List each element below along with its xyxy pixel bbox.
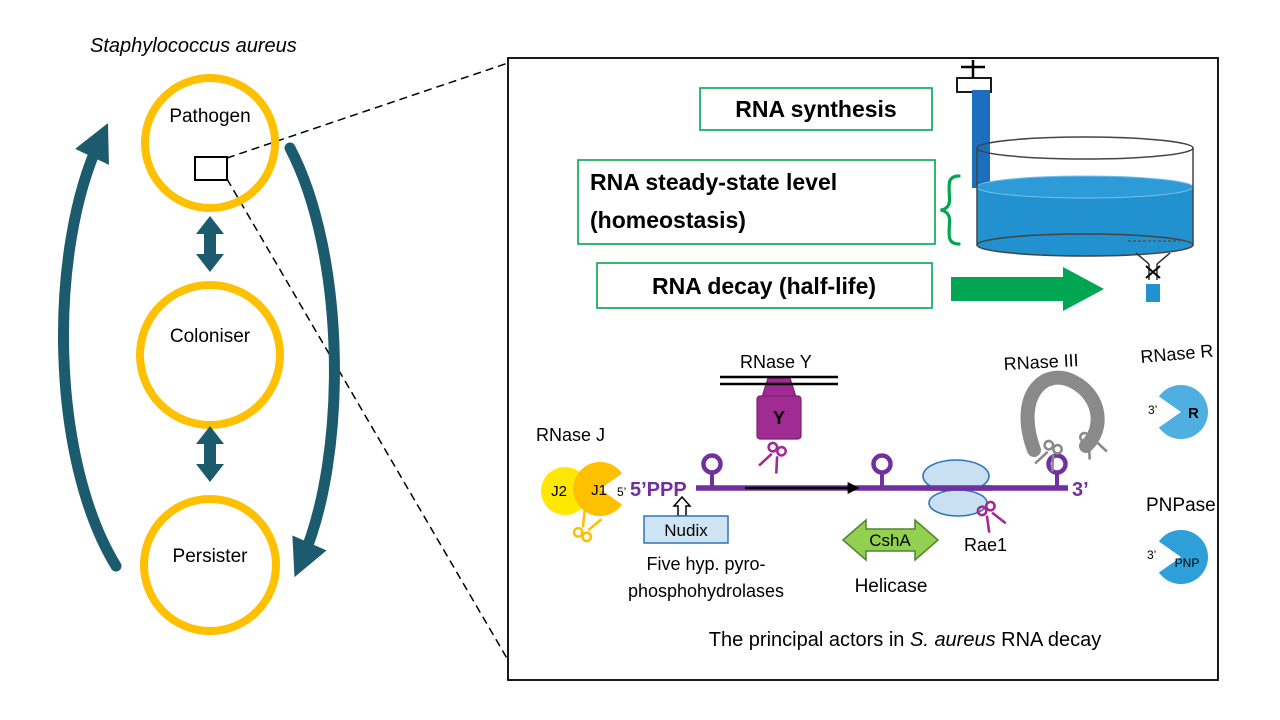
zoom-connector-bottom	[226, 178, 509, 661]
rnase-iii-body-icon	[1020, 370, 1105, 457]
rna-steady-state-line1: RNA steady-state level	[590, 169, 837, 195]
pnpase-label: PNPase	[1146, 495, 1216, 516]
rna-steady-state-line2: (homeostasis)	[590, 207, 746, 233]
rnase-y-letter: Y	[773, 408, 785, 428]
persister-circle	[140, 495, 280, 635]
persister-label: Persister	[173, 546, 249, 567]
nudix-caption-line2: phosphohydrolases	[628, 581, 784, 601]
drain-outlet-icon	[1128, 240, 1180, 302]
nudix-label: Nudix	[664, 521, 708, 540]
nudix-caption-line1: Five hyp. pyro-	[646, 554, 765, 574]
tap-icon	[956, 60, 992, 93]
pathogen-circle	[141, 74, 279, 212]
csha-label: CshA	[869, 531, 911, 550]
rna-synthesis-box	[699, 87, 933, 131]
rnase-y-body-icon	[756, 395, 802, 440]
rnase-y-label: RNase Y	[740, 352, 812, 372]
cycle-arrow-up-icon	[58, 123, 122, 572]
rnase-r-letter: R	[1188, 405, 1199, 422]
nudix-box	[643, 515, 729, 544]
inflow-stream-icon	[972, 90, 990, 188]
steady-state-bracket-icon	[940, 174, 961, 246]
coloniser-label: Coloniser	[170, 326, 251, 347]
rnase-j1-icon	[573, 462, 623, 517]
pnpase-3prime-label: 3’	[1147, 548, 1156, 562]
helicase-caption: Helicase	[855, 576, 928, 597]
zoom-source-rect	[194, 156, 228, 181]
pnpase-icon	[1158, 529, 1209, 584]
stem-loop-1-icon	[701, 453, 723, 487]
tank-icon	[976, 136, 1194, 257]
species-title: Staphylococcus aureus	[90, 35, 297, 57]
j1-label: J1	[591, 482, 607, 499]
cycle-arrow-down-icon	[284, 142, 340, 578]
pnpase-letter: PNP	[1175, 556, 1200, 570]
csha-arrow-icon	[841, 518, 940, 562]
zoom-connector-top	[226, 62, 509, 159]
figure-caption: The principal actors in S. aureus RNA de…	[709, 629, 1101, 651]
pathogen-label: Pathogen	[169, 106, 250, 127]
rna-decay-box	[596, 262, 933, 309]
j1-5prime-label: 5’	[617, 485, 626, 499]
rnase-r-3prime-label: 3’	[1148, 403, 1157, 417]
rnase-y-anchor-icon	[761, 377, 797, 398]
rna-synthesis-label: RNA synthesis	[735, 96, 896, 122]
three-prime-label: 3’	[1072, 479, 1089, 501]
stem-loop-2-icon	[871, 453, 893, 487]
double-arrow-pathogen-coloniser	[196, 216, 224, 272]
rna-steady-state-box	[577, 159, 936, 245]
five-ppp-label: 5’PPP	[630, 479, 687, 501]
rnase-iii-label: RNase III	[1003, 350, 1079, 374]
rnase-j-label: RNase J	[536, 425, 605, 445]
j2-label: J2	[551, 483, 567, 500]
rae1-label: Rae1	[964, 535, 1007, 555]
water-surface-icon	[976, 175, 1194, 199]
double-arrow-coloniser-persister	[196, 426, 224, 482]
rna-decay-label: RNA decay (half-life)	[652, 273, 876, 299]
decay-arrow-icon	[951, 267, 1104, 311]
coloniser-circle	[136, 281, 284, 429]
rnase-r-icon	[1158, 385, 1209, 439]
